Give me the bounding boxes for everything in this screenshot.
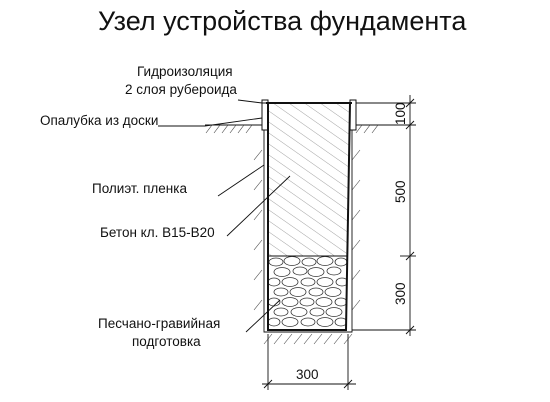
label-concrete: Бетон кл. В15-В20 bbox=[100, 225, 215, 240]
dimension-width-300: 300 bbox=[296, 367, 319, 382]
trench-soil bbox=[253, 149, 361, 311]
label-waterproofing-line1: Гидроизоляция bbox=[137, 64, 233, 79]
label-film: Полиэт. пленка bbox=[92, 181, 187, 196]
label-waterproofing-line2: 2 слоя рубероида bbox=[125, 82, 237, 97]
dimension-300-vertical: 300 bbox=[393, 282, 408, 305]
dimension-500: 500 bbox=[393, 180, 408, 203]
label-bedding-line2: подготовка bbox=[132, 334, 201, 349]
label-formwork: Опалубка из доски bbox=[40, 113, 158, 128]
vertical-dimension bbox=[352, 95, 416, 336]
horizontal-dimension bbox=[262, 334, 356, 390]
polyethylene-film bbox=[263, 130, 353, 333]
page-title: Узел устройства фундамента bbox=[98, 6, 467, 36]
concrete-body bbox=[268, 103, 350, 256]
leader-lines bbox=[158, 99, 291, 333]
dimension-100: 100 bbox=[393, 102, 408, 125]
foundation-outline bbox=[266, 102, 352, 331]
base-soil bbox=[263, 333, 353, 345]
gravel-bedding bbox=[268, 255, 348, 327]
label-bedding-line1: Песчано-гравийная bbox=[98, 316, 220, 331]
